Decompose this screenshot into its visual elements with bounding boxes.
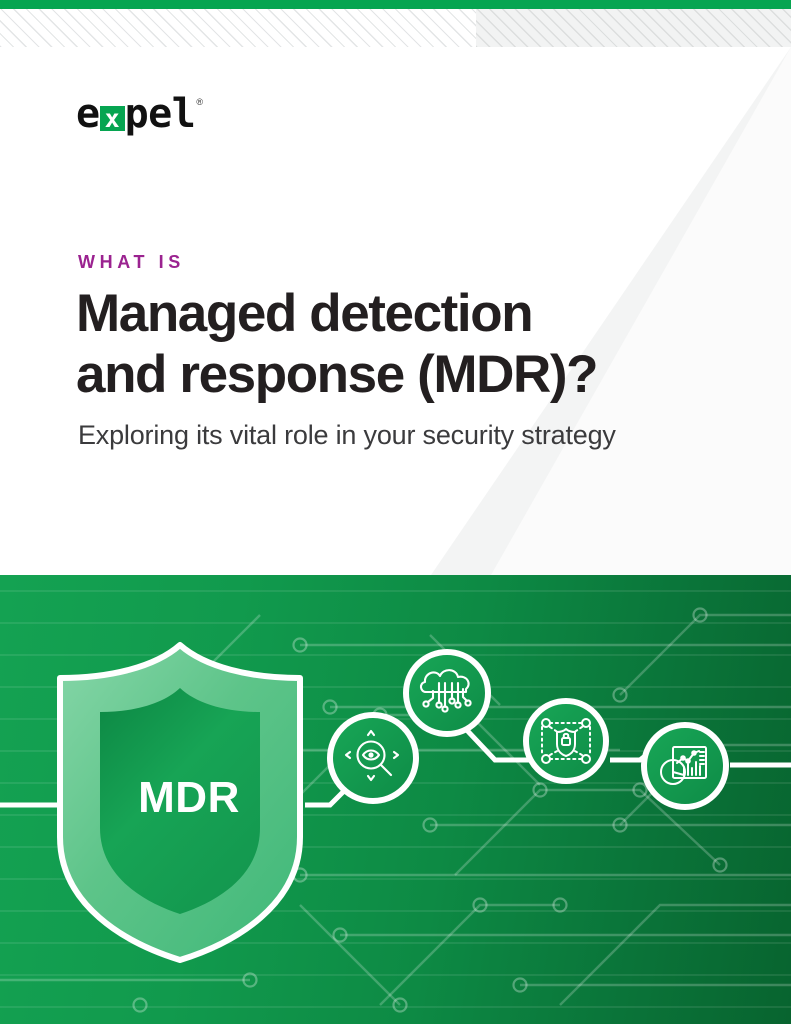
hero-graphics — [0, 590, 791, 1013]
node-analytics-reporting — [641, 722, 729, 810]
mdr-shield — [57, 642, 303, 963]
network-lock-icon — [541, 718, 591, 764]
cloud-circuit-icon — [419, 669, 472, 713]
page-title: Managed detection and response (MDR)? — [76, 283, 716, 405]
page-subtitle: Exploring its vital role in your securit… — [78, 420, 616, 450]
magnifier-eye-icon — [344, 729, 400, 782]
registered-trademark-mark: ® — [196, 97, 203, 107]
node-network-security — [523, 698, 609, 784]
node-threat-detection — [327, 712, 419, 804]
page-title-line-1: Managed detection — [76, 284, 534, 343]
page-title-line-2: and response (MDR)? — [76, 345, 599, 404]
hero-illustration: MDR — [0, 575, 791, 1024]
diagonal-hatch-band-right — [476, 9, 791, 47]
shield-inner — [100, 688, 260, 914]
logo-text-before: e — [76, 91, 100, 137]
logo-x-badge: x — [99, 106, 125, 131]
dashboard-analytics-icon — [660, 746, 707, 785]
expel-logo: e x pel ® — [76, 91, 203, 137]
node-cloud-telemetry — [403, 649, 491, 737]
top-accent-rule — [0, 0, 791, 9]
eyebrow-label: WHAT IS — [78, 252, 185, 272]
logo-text-after: pel — [124, 91, 196, 137]
